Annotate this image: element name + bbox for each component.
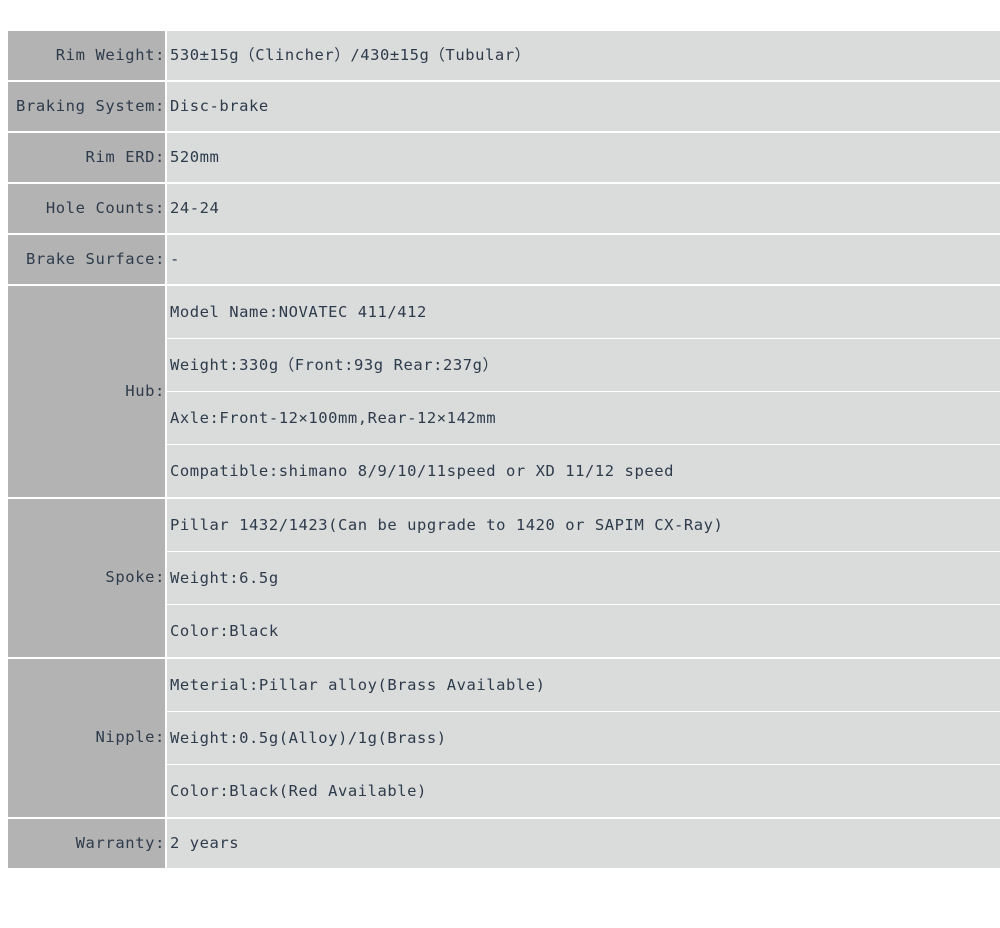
spec-value-line: Pillar 1432/1423(Can be upgrade to 1420 …	[167, 499, 1000, 552]
spec-value-brake-surface: -	[167, 235, 1000, 286]
spec-value-text: 2 years	[170, 834, 240, 852]
spec-value-text: 520mm	[170, 148, 220, 166]
spec-label-hub: Hub:	[8, 286, 167, 499]
spec-label-spoke: Spoke:	[8, 499, 167, 659]
table-row: Hole Counts: 24-24	[8, 184, 1000, 235]
spec-label-nipple: Nipple:	[8, 659, 167, 819]
spec-label-rim-weight: Rim Weight:	[8, 31, 167, 82]
spec-label-warranty: Warranty:	[8, 819, 167, 868]
table-row: Rim ERD: 520mm	[8, 133, 1000, 184]
spec-value-line-list: Model Name:NOVATEC 411/412 Weight:330g（F…	[167, 286, 1000, 497]
table-row: Spoke: Pillar 1432/1423(Can be upgrade t…	[8, 499, 1000, 659]
spec-label-hole-counts: Hole Counts:	[8, 184, 167, 235]
table-row: Rim Weight: 530±15g（Clincher）/430±15g（Tu…	[8, 31, 1000, 82]
spec-value-text: -	[170, 250, 180, 268]
spec-label-braking-system: Braking System:	[8, 82, 167, 133]
table-row: Hub: Model Name:NOVATEC 411/412 Weight:3…	[8, 286, 1000, 499]
specification-table-container: Rim Weight: 530±15g（Clincher）/430±15g（Tu…	[8, 31, 1000, 868]
spec-label-rim-erd: Rim ERD:	[8, 133, 167, 184]
spec-value-line-list: Pillar 1432/1423(Can be upgrade to 1420 …	[167, 499, 1000, 657]
spec-value-rim-weight: 530±15g（Clincher）/430±15g（Tubular）	[167, 31, 1000, 82]
spec-value-line: Weight:330g（Front:93g Rear:237g）	[167, 339, 1000, 392]
spec-label-brake-surface: Brake Surface:	[8, 235, 167, 286]
spec-value-line: Weight:6.5g	[167, 552, 1000, 605]
spec-value-hub: Model Name:NOVATEC 411/412 Weight:330g（F…	[167, 286, 1000, 499]
spec-value-text: 24-24	[170, 199, 220, 217]
spec-value-braking-system: Disc-brake	[167, 82, 1000, 133]
spec-value-warranty: 2 years	[167, 819, 1000, 868]
spec-value-text: Disc-brake	[170, 97, 269, 115]
specification-table: Rim Weight: 530±15g（Clincher）/430±15g（Tu…	[8, 31, 1000, 868]
spec-value-line: Meterial:Pillar alloy(Brass Available)	[167, 659, 1000, 712]
table-row: Brake Surface: -	[8, 235, 1000, 286]
spec-value-spoke: Pillar 1432/1423(Can be upgrade to 1420 …	[167, 499, 1000, 659]
spec-value-line-list: Meterial:Pillar alloy(Brass Available) W…	[167, 659, 1000, 817]
spec-value-line: Weight:0.5g(Alloy)/1g(Brass)	[167, 712, 1000, 765]
spec-value-text: 530±15g（Clincher）/430±15g（Tubular）	[170, 46, 531, 64]
spec-value-nipple: Meterial:Pillar alloy(Brass Available) W…	[167, 659, 1000, 819]
spec-value-line: Color:Black(Red Available)	[170, 782, 427, 800]
spec-value-line: Model Name:NOVATEC 411/412	[167, 286, 1000, 339]
spec-value-line: Color:Black	[170, 622, 279, 640]
table-row: Warranty: 2 years	[8, 819, 1000, 868]
specification-table-body: Rim Weight: 530±15g（Clincher）/430±15g（Tu…	[8, 31, 1000, 868]
table-row: Nipple: Meterial:Pillar alloy(Brass Avai…	[8, 659, 1000, 819]
table-row: Braking System: Disc-brake	[8, 82, 1000, 133]
spec-value-line: Compatible:shimano 8/9/10/11speed or XD …	[170, 462, 674, 480]
spec-value-hole-counts: 24-24	[167, 184, 1000, 235]
spec-value-line: Axle:Front-12×100mm,Rear-12×142mm	[167, 392, 1000, 445]
spec-value-rim-erd: 520mm	[167, 133, 1000, 184]
